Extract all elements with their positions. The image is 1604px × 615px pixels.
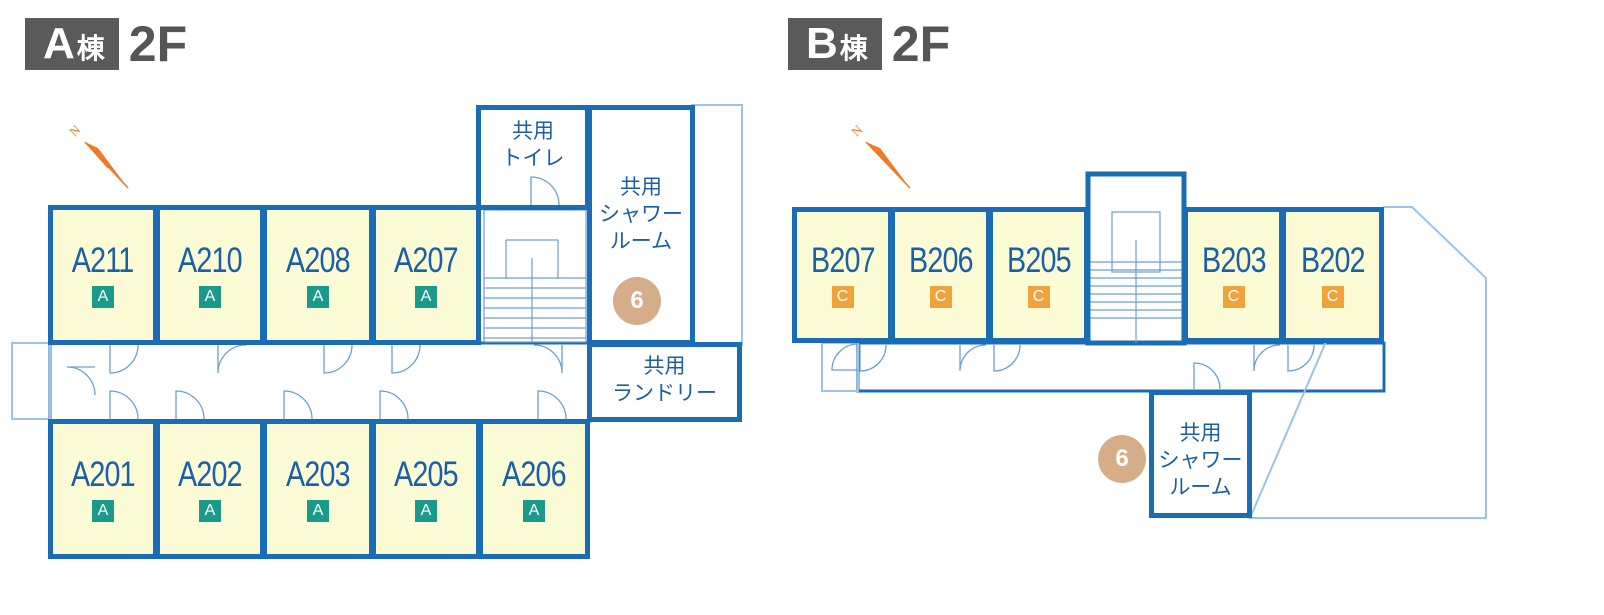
room-number: A211 <box>72 240 134 280</box>
shared-shower-b-label: 共用 シャワー ルーム <box>1158 422 1243 499</box>
room-number: A205 <box>394 454 459 494</box>
compass-icon: N <box>66 122 129 189</box>
room-type-badge: A <box>199 499 221 522</box>
room-a206[interactable]: A206 A <box>478 419 590 559</box>
building-a-header: A 棟 2F <box>25 18 187 70</box>
shared-laundry[interactable] <box>587 342 742 422</box>
shared-laundry-label: 共用 ランドリー <box>612 355 717 405</box>
shared-toilet-label: 共用 トイレ <box>501 120 565 170</box>
room-type-badge: A <box>92 499 114 522</box>
room-number: A210 <box>178 240 243 280</box>
building-b-header: B 棟 2F <box>788 18 950 70</box>
shared-shower-label: 共用 シャワー ルーム <box>599 176 683 253</box>
room-b202[interactable]: B202 C <box>1281 207 1384 343</box>
floor-label: 2F <box>891 16 951 72</box>
building-suffix: 棟 <box>839 33 868 64</box>
marker-badge: 6 <box>1098 435 1146 483</box>
room-type-badge: A <box>307 499 329 522</box>
room-number: A203 <box>286 454 351 494</box>
building-suffix: 棟 <box>76 33 105 64</box>
room-type-badge: A <box>523 499 545 522</box>
room-b203[interactable]: B203 C <box>1183 207 1284 343</box>
room-a207[interactable]: A207 A <box>371 205 481 345</box>
room-number: B202 <box>1300 240 1366 280</box>
room-type-badge: C <box>831 285 854 308</box>
room-number: B207 <box>810 240 876 280</box>
room-number: A208 <box>286 240 351 280</box>
floor-label: 2F <box>128 16 188 72</box>
marker-badge: 6 <box>613 277 661 325</box>
building-letter: A <box>43 19 75 68</box>
compass-icon: N <box>848 122 911 189</box>
room-a203[interactable]: A203 A <box>262 419 374 559</box>
room-b207[interactable]: B207 C <box>792 207 893 343</box>
room-a210[interactable]: A210 A <box>155 205 265 345</box>
room-number: B203 <box>1201 240 1267 280</box>
building-b-tag: B 棟 <box>788 18 882 70</box>
room-number: A201 <box>71 454 136 494</box>
room-type-badge: C <box>929 285 952 308</box>
room-number: B205 <box>1006 240 1072 280</box>
room-type-badge: A <box>415 285 437 308</box>
room-number: A206 <box>502 454 567 494</box>
room-number: B206 <box>908 240 974 280</box>
room-type-badge: C <box>1321 285 1344 308</box>
room-b205[interactable]: B205 C <box>988 207 1089 343</box>
shared-shower-b[interactable] <box>1149 390 1252 518</box>
room-a205[interactable]: A205 A <box>371 419 481 559</box>
building-a-tag: A 棟 <box>25 18 119 70</box>
room-type-badge: A <box>307 285 329 308</box>
room-type-badge: A <box>92 285 114 308</box>
room-type-badge: A <box>415 499 437 522</box>
room-type-badge: A <box>199 285 221 308</box>
room-a211[interactable]: A211 A <box>48 205 158 345</box>
room-a201[interactable]: A201 A <box>48 419 158 559</box>
room-type-badge: C <box>1027 285 1050 308</box>
room-a202[interactable]: A202 A <box>155 419 265 559</box>
room-type-badge: C <box>1222 285 1245 308</box>
svg-text:N: N <box>848 122 866 140</box>
room-number: A202 <box>178 454 243 494</box>
room-b206[interactable]: B206 C <box>890 207 991 343</box>
svg-text:N: N <box>66 122 84 140</box>
room-a208[interactable]: A208 A <box>262 205 374 345</box>
room-number: A207 <box>394 240 459 280</box>
building-letter: B <box>806 19 838 68</box>
